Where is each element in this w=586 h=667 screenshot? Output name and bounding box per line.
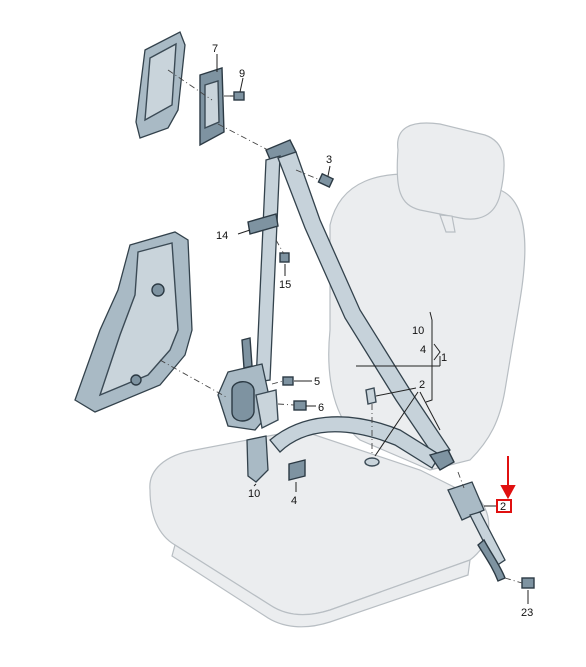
cap [288,459,306,481]
assembly-lines [159,69,523,584]
bolt-3-head [317,172,335,188]
highlight-arrow-head [500,485,516,500]
bolt-5-head [282,376,294,386]
belt-vertical-strand [255,155,281,383]
seat-headrest-post [439,214,456,233]
bolt-3 [317,172,335,188]
bolt-15 [279,252,290,263]
buckle [428,449,506,582]
belt-diagonal-strand [277,151,451,464]
height-adjuster-slider [204,80,220,130]
bolt-9-head [233,91,245,101]
retractor [217,337,279,431]
callout-highlighted-2: 2 [500,501,506,513]
callout-6: 6 [318,402,324,414]
callout-5: 5 [314,376,320,388]
callout-9: 9 [239,68,245,80]
belt-guide-14 [237,213,279,235]
retractor-bracket [255,389,279,430]
bolt-23 [521,577,535,589]
callout-7: 7 [212,43,218,55]
highlight-box [496,499,512,513]
callout-10-upper: 10 [412,325,424,337]
bolt-6-head [293,400,307,411]
callout-14: 14 [216,230,228,242]
pillar-upper-cover-face [144,42,177,122]
buckle-tongue [428,449,455,471]
callout-3: 3 [326,154,332,166]
anchor-pin [365,387,377,405]
callout-2: 2 [419,379,425,391]
belt-webbing [255,139,451,469]
callout-1: 1 [441,352,447,364]
seat-cushion-front [171,544,471,628]
cap-4 [288,459,306,481]
bolt-15-head [279,252,290,263]
highlight-marker: 2 [496,456,516,513]
retractor-clip [241,337,253,369]
callout-labels: 7 9 3 14 15 10 4 1 2 5 6 10 4 23 [212,43,533,619]
bolt-5 [282,376,294,386]
bolt-23-head [521,577,535,589]
bolt-6 [293,400,307,411]
callout-15: 15 [279,279,291,291]
pillar-lower-cover-face [98,242,179,397]
belt-lap-strand [269,416,441,469]
leader-lines [216,54,529,604]
retractor-spool [231,381,255,422]
callout-23: 23 [521,607,533,619]
anchor-cover [246,435,269,483]
upper-pillar-trim [135,31,225,147]
anchor-fastener-2 [364,387,380,467]
pillar-lower-hole-2 [130,374,142,386]
anchor-washer [364,457,380,467]
seat-headrest [396,122,505,220]
pillar-lower-hole [151,283,165,297]
callout-4-upper: 4 [420,344,426,356]
lower-pillar-trim [74,231,193,413]
buckle-cable [477,538,506,582]
callout-10-lower: 10 [248,488,260,500]
seat [149,122,526,628]
callout-4-lower: 4 [291,495,297,507]
anchor-cover-10 [246,435,269,483]
bolt-9 [228,91,245,101]
buckle-body [447,481,485,521]
